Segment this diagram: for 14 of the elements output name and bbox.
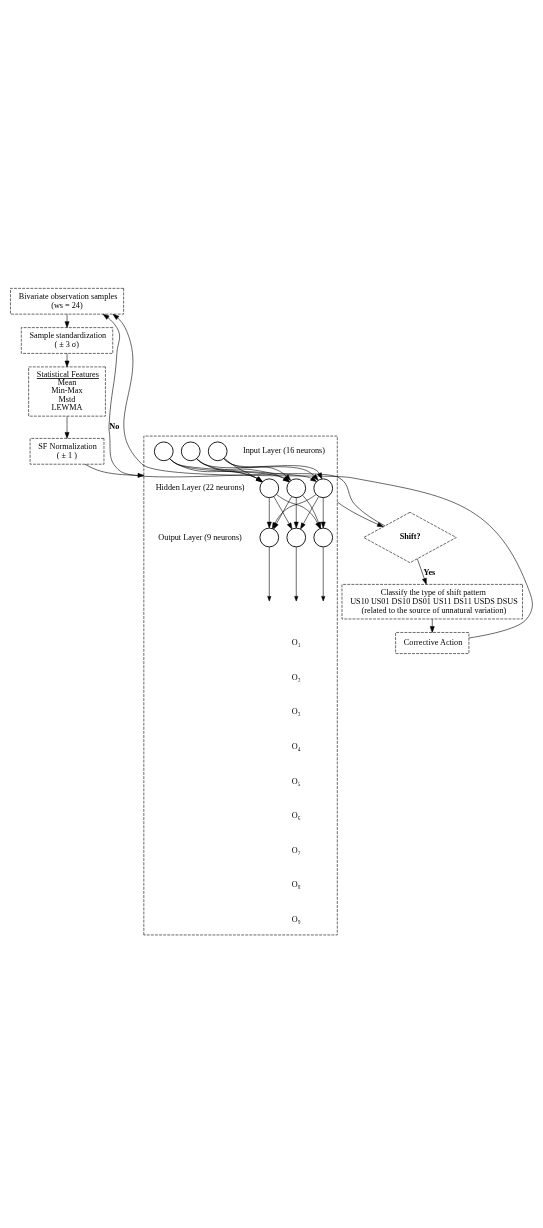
- label: Output Layer (9 neurons): [158, 532, 242, 542]
- label: O₈: [291, 880, 301, 890]
- label: O₂: [291, 672, 301, 682]
- label: O₃: [291, 707, 301, 717]
- label: O₄: [291, 741, 301, 751]
- edge-label: Yes: [423, 568, 436, 578]
- label: O₆: [291, 811, 301, 821]
- label: O₅: [291, 776, 301, 786]
- label: O₉: [291, 914, 301, 924]
- edge-label: No: [109, 421, 120, 431]
- label: Hidden Layer (22 neurons): [155, 483, 245, 493]
- label: O₁: [291, 638, 301, 648]
- label: O₇: [291, 845, 301, 855]
- label: Input Layer (16 neurons): [242, 446, 325, 456]
